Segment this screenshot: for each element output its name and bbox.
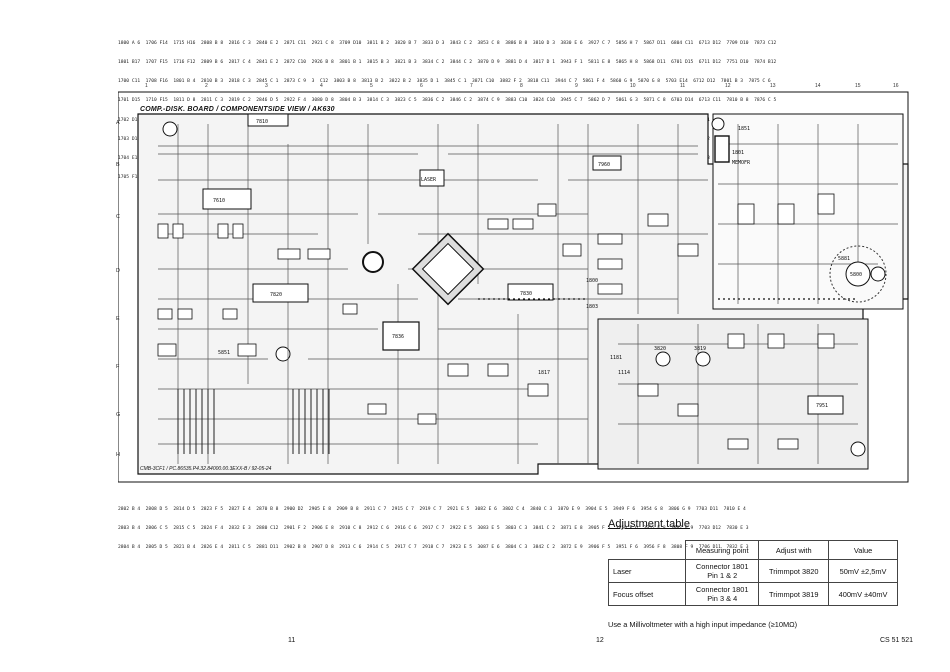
laser-box bbox=[419, 169, 445, 187]
point-line: Connector 1801 bbox=[695, 562, 749, 571]
index-line: 2802 B 4 2808 D 5 2814 D 5 2823 F 5 2827… bbox=[118, 506, 746, 512]
column-number: 9 bbox=[575, 83, 578, 89]
label-1817: 1817 bbox=[538, 370, 550, 376]
index-line: 2803 B 4 2806 C 5 2815 C 5 2824 F 4 2832… bbox=[118, 526, 749, 532]
row-value: 50mV ±2,5mV bbox=[828, 559, 898, 583]
column-number: 11 bbox=[680, 83, 686, 89]
ic-7960 bbox=[592, 155, 622, 171]
column-number: 10 bbox=[630, 83, 636, 89]
table-header-cell bbox=[608, 540, 686, 560]
point-line: Pin 3 & 4 bbox=[707, 594, 738, 603]
label-7830: 7830 bbox=[520, 291, 532, 297]
mount-hole bbox=[850, 441, 866, 457]
board-reference: CMB-3CF1 / PC.86535.P4.32.84000.00.3EXX-… bbox=[140, 466, 272, 472]
qfp-ic-main bbox=[411, 232, 485, 306]
label-5881: 5881 bbox=[838, 256, 850, 262]
document-code: CS 51 521 bbox=[880, 637, 914, 644]
table-header-cell: Value bbox=[828, 540, 898, 560]
column-number: 16 bbox=[893, 83, 899, 89]
pcb-board-drawing: 7610 7810 7820 7830 7960 5851 1851 1181 … bbox=[118, 91, 909, 483]
point-line: Connector 1801 bbox=[695, 585, 749, 594]
index-line: 1800 A 6 1706 F14 1715 H16 2808 B 8 2816… bbox=[118, 40, 777, 46]
adjustment-note: Use a Millivoltmeter with a high input i… bbox=[608, 620, 798, 629]
point-line: Pin 1 & 2 bbox=[707, 571, 738, 580]
label-1803: 1803 bbox=[586, 304, 598, 310]
electrolytic-cap bbox=[362, 251, 384, 273]
adjustment-table: Measuring point Adjust with Value Laser … bbox=[608, 540, 898, 606]
row-name: Laser bbox=[608, 559, 686, 583]
column-number: 15 bbox=[855, 83, 861, 89]
label-7836: 7836 bbox=[392, 334, 404, 340]
column-number: 14 bbox=[815, 83, 821, 89]
connector-1801 bbox=[714, 135, 730, 163]
column-number: 3 bbox=[265, 83, 268, 89]
column-number: 12 bbox=[725, 83, 731, 89]
table-header-cell: Measuring point bbox=[684, 540, 760, 560]
column-number: 2 bbox=[205, 83, 208, 89]
label-5800: 5800 bbox=[850, 272, 862, 278]
ic-7820 bbox=[252, 283, 309, 303]
label-7810: 7810 bbox=[256, 119, 268, 125]
trimmpot-3819 bbox=[695, 351, 711, 367]
ic-7836 bbox=[382, 321, 420, 351]
row-adjust-with: Trimmpot 3819 bbox=[758, 582, 830, 606]
mount-hole bbox=[870, 266, 886, 282]
column-number: 8 bbox=[520, 83, 523, 89]
index-line: 1700 C11 1708 F16 1801 B 4 2810 B 3 2818… bbox=[118, 79, 771, 85]
mount-hole bbox=[711, 117, 725, 131]
row-measuring-point: Connector 1801 Pin 3 & 4 bbox=[684, 582, 760, 606]
row-measuring-point: Connector 1801 Pin 1 & 2 bbox=[684, 559, 760, 583]
label-1801: 1801 bbox=[732, 150, 744, 156]
table-row: Laser Connector 1801 Pin 1 & 2 Trimmpot … bbox=[608, 559, 898, 583]
mount-hole bbox=[162, 121, 178, 137]
label-1114: 1114 bbox=[618, 370, 630, 376]
table-row: Focus offset Connector 1801 Pin 3 & 4 Tr… bbox=[608, 582, 898, 606]
ic-7810 bbox=[247, 113, 289, 127]
trimmpot-3820 bbox=[655, 351, 671, 367]
column-number: 7 bbox=[470, 83, 473, 89]
index-line: 1801 B17 1707 F15 1716 F12 2809 B 6 2817… bbox=[118, 60, 777, 66]
adjustment-table-title: Adjustment table bbox=[608, 518, 690, 530]
label-1851: 1851 bbox=[738, 126, 750, 132]
row-name: Focus offset bbox=[608, 582, 686, 606]
label-1181: 1181 bbox=[610, 355, 622, 361]
table-header-row: Measuring point Adjust with Value bbox=[608, 540, 898, 560]
label-1800: 1800 bbox=[586, 278, 598, 284]
label-5851: 5851 bbox=[218, 350, 230, 356]
ic-7610 bbox=[202, 188, 252, 210]
label-memofr: MEMOFR bbox=[732, 160, 751, 166]
column-number: 5 bbox=[370, 83, 373, 89]
label-3820: 3820 bbox=[654, 346, 666, 352]
row-adjust-with: Trimmpot 3820 bbox=[758, 559, 830, 583]
spindle-area bbox=[829, 245, 887, 303]
component-labels: 7610 7810 7820 7830 7960 5851 1851 1181 … bbox=[213, 119, 862, 409]
column-number: 6 bbox=[420, 83, 423, 89]
spindle-motor-5800 bbox=[845, 261, 871, 287]
column-number: 1 bbox=[145, 83, 148, 89]
passive-components bbox=[157, 193, 835, 450]
label-7960: 7960 bbox=[598, 162, 610, 168]
table-header-cell: Adjust with bbox=[758, 540, 830, 560]
label-7820: 7820 bbox=[270, 292, 282, 298]
label-3819: 3819 bbox=[694, 346, 706, 352]
column-number: 13 bbox=[770, 83, 776, 89]
ic-7830 bbox=[507, 283, 554, 301]
ic-7951 bbox=[807, 395, 844, 415]
board-title: COMP.-DISK. BOARD / COMPONENTSIDE VIEW /… bbox=[140, 106, 335, 113]
label-7610: 7610 bbox=[213, 198, 225, 204]
mount-hole bbox=[275, 346, 291, 362]
index-line: 1701 D15 1710 F15 1811 D 8 2811 C 3 2819… bbox=[118, 98, 777, 104]
row-value: 400mV ±40mV bbox=[828, 582, 898, 606]
label-laser: LASER bbox=[421, 177, 437, 183]
label-7951: 7951 bbox=[816, 403, 828, 409]
page-number-right: 12 bbox=[596, 637, 604, 644]
page-number-left: 11 bbox=[288, 637, 296, 644]
column-number: 4 bbox=[320, 83, 323, 89]
